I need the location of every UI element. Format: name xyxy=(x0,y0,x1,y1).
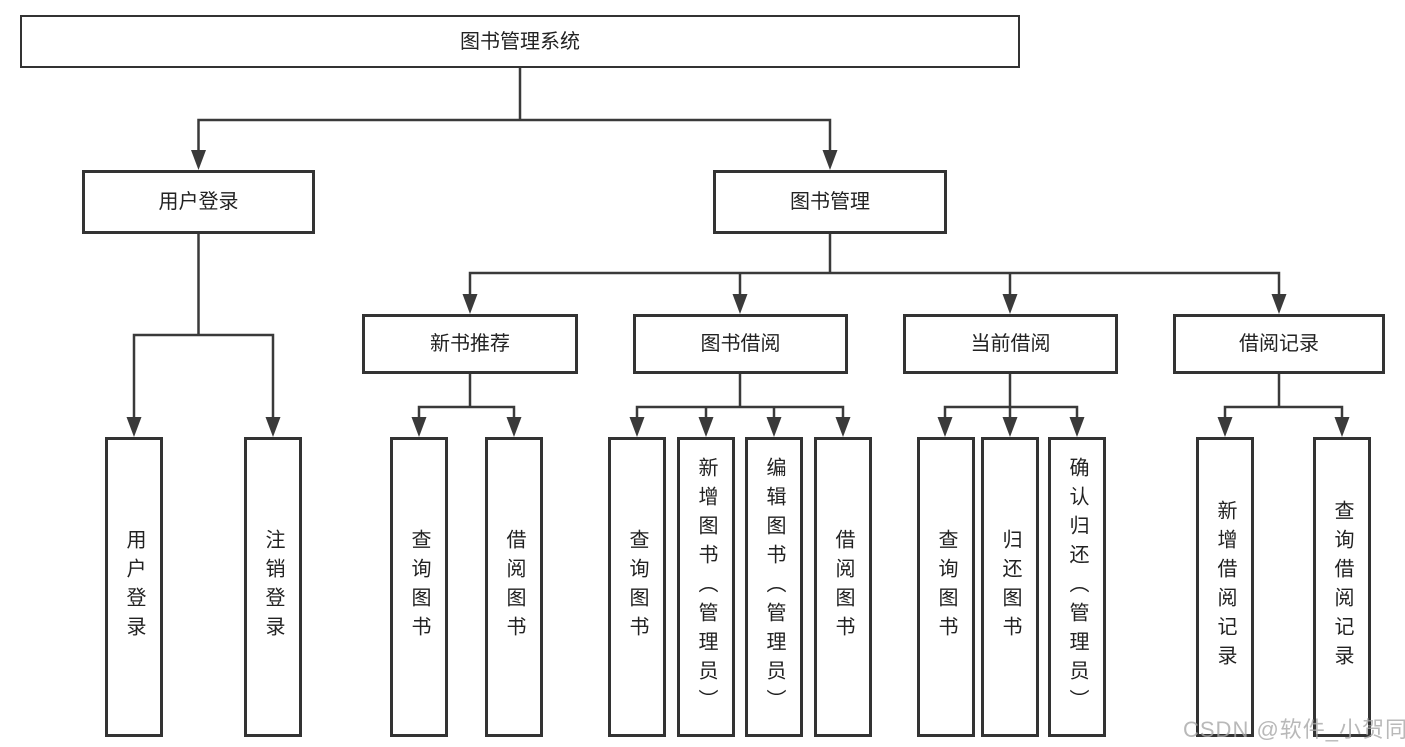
arrowhead xyxy=(506,417,522,437)
leaf-add-borrow-record: 新增借阅记录 xyxy=(1196,437,1254,737)
edge-root-to-level2 xyxy=(197,66,832,154)
node-label: 新增借阅记录 xyxy=(1214,500,1236,674)
leaf-query-books-current: 查询图书 xyxy=(917,437,975,737)
arrowhead xyxy=(629,417,645,437)
leaf-edit-book-admin: 编辑图书（管理员） xyxy=(745,437,803,737)
arrowhead xyxy=(822,150,838,170)
node-label: 借阅记录 xyxy=(1239,333,1319,355)
arrowhead xyxy=(1217,417,1233,437)
edge-new-book-rec-to-leaves xyxy=(417,372,516,421)
node-label: 编辑图书（管理员） xyxy=(763,456,785,718)
node-label: 用户登录 xyxy=(123,529,145,645)
node-new-book-recommendation: 新书推荐 xyxy=(362,314,578,374)
node-label: 查询图书 xyxy=(626,529,648,645)
arrowhead xyxy=(766,417,782,437)
arrowhead xyxy=(265,417,281,437)
node-label: 当前借阅 xyxy=(970,333,1051,355)
leaf-user-login: 用户登录 xyxy=(105,437,163,737)
node-user-login: 用户登录 xyxy=(82,170,315,234)
arrowhead xyxy=(1002,417,1018,437)
node-label: 用户登录 xyxy=(158,191,239,213)
csdn-watermark: CSDN @软件_小贺同学 xyxy=(1183,717,1405,742)
edge-book-borrow-to-leaves xyxy=(635,372,845,421)
leaf-query-books-borrowing: 查询图书 xyxy=(608,437,666,737)
node-book-management: 图书管理 xyxy=(713,170,947,234)
edge-borrow-record-to-leaves xyxy=(1223,372,1344,421)
node-current-borrowing: 当前借阅 xyxy=(903,314,1118,374)
node-label: 查询借阅记录 xyxy=(1331,500,1353,674)
arrowhead xyxy=(1069,417,1085,437)
node-library-management-system: 图书管理系统 xyxy=(20,15,1020,68)
arrowhead xyxy=(1271,294,1287,314)
node-label: 新书推荐 xyxy=(430,333,510,355)
leaf-add-book-admin: 新增图书（管理员） xyxy=(677,437,735,737)
leaf-borrow-books-recommend: 借阅图书 xyxy=(485,437,543,737)
leaf-query-borrow-record: 查询借阅记录 xyxy=(1313,437,1371,737)
arrowhead xyxy=(1002,294,1018,314)
leaf-logout: 注销登录 xyxy=(244,437,302,737)
leaf-confirm-return-admin: 确认归还（管理员） xyxy=(1048,437,1106,737)
arrowhead xyxy=(835,417,851,437)
node-label: 确认归还（管理员） xyxy=(1066,456,1088,718)
arrowhead xyxy=(191,150,206,170)
node-label: 查询图书 xyxy=(408,529,430,645)
leaf-borrow-books-borrowing: 借阅图书 xyxy=(814,437,872,737)
node-book-borrowing: 图书借阅 xyxy=(633,314,848,374)
node-label: 借阅图书 xyxy=(832,529,854,645)
node-borrowing-records: 借阅记录 xyxy=(1173,314,1385,374)
arrowhead xyxy=(462,294,478,314)
node-label: 图书借阅 xyxy=(700,333,781,355)
node-label: 注销登录 xyxy=(262,529,284,645)
leaf-return-books: 归还图书 xyxy=(981,437,1039,737)
leaf-query-books-recommend: 查询图书 xyxy=(390,437,448,737)
node-label: 新增图书（管理员） xyxy=(695,456,717,718)
arrowhead xyxy=(411,417,427,437)
arrowhead xyxy=(732,294,748,314)
node-label: 图书管理 xyxy=(790,191,870,213)
node-label: 借阅图书 xyxy=(503,529,525,645)
arrowheads xyxy=(126,150,1350,437)
arrowhead xyxy=(698,417,714,437)
arrowhead xyxy=(937,417,953,437)
edge-current-borrow-to-leaves xyxy=(943,372,1079,421)
node-label: 图书管理系统 xyxy=(460,30,580,53)
arrowhead xyxy=(126,417,142,437)
edge-user-login-to-leaves xyxy=(132,232,275,421)
node-label: 归还图书 xyxy=(999,529,1021,645)
node-label: 查询图书 xyxy=(935,529,957,645)
edge-book-mgmt-to-level3 xyxy=(468,232,1281,298)
arrowhead xyxy=(1334,417,1350,437)
